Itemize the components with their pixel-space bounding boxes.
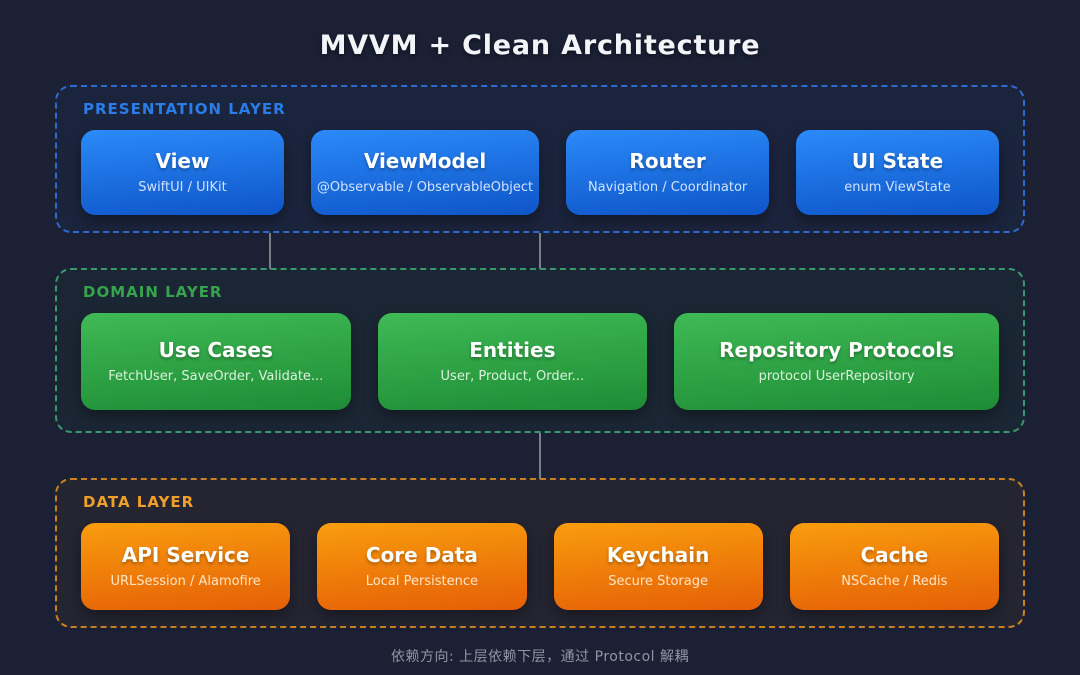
box-repository-protocols-subtitle: protocol UserRepository: [758, 368, 915, 384]
box-core-data-title: Core Data: [365, 542, 478, 567]
box-api-service-title: API Service: [121, 542, 250, 567]
connector-presentation-domain-center: [539, 233, 541, 269]
box-ui-state-title: UI State: [851, 148, 944, 173]
data-layer-label: DATA LAYER: [83, 493, 195, 511]
box-repository-protocols: Repository Protocols protocol UserReposi…: [674, 313, 999, 410]
dependency-direction-note: 依赖方向: 上层依赖下层，通过 Protocol 解耦: [391, 649, 689, 665]
box-use-cases-title: Use Cases: [158, 337, 273, 362]
box-keychain: Keychain Secure Storage: [553, 523, 763, 610]
diagram-title: MVVM + Clean Architecture: [319, 30, 761, 61]
presentation-layer-label: PRESENTATION LAYER: [83, 100, 286, 118]
box-view: View SwiftUI / UIKit: [81, 130, 284, 215]
box-entities: Entities User, Product, Order...: [377, 313, 648, 410]
domain-layer-boxes: Use Cases FetchUser, SaveOrder, Validate…: [81, 313, 999, 410]
box-use-cases-subtitle: FetchUser, SaveOrder, Validate...: [108, 368, 324, 384]
domain-layer-label: DOMAIN LAYER: [83, 283, 223, 301]
domain-layer: DOMAIN LAYER Use Cases FetchUser, SaveOr…: [55, 268, 1025, 433]
box-use-cases: Use Cases FetchUser, SaveOrder, Validate…: [81, 313, 351, 410]
box-cache-title: Cache: [860, 542, 929, 567]
box-cache: Cache NSCache / Redis: [789, 523, 999, 610]
box-viewmodel-subtitle: @Observable / ObservableObject: [316, 179, 534, 195]
connector-domain-data-center: [539, 433, 541, 479]
data-layer-boxes: API Service URLSession / Alamofire Core …: [81, 523, 999, 610]
box-keychain-subtitle: Secure Storage: [608, 573, 708, 589]
box-api-service: API Service URLSession / Alamofire: [81, 523, 291, 610]
box-router-title: Router: [629, 148, 706, 173]
box-viewmodel: ViewModel @Observable / ObservableObject: [310, 130, 540, 215]
box-router: Router Navigation / Coordinator: [566, 130, 770, 215]
connector-presentation-domain-left: [269, 233, 271, 269]
box-ui-state: UI State enum ViewState: [796, 130, 999, 215]
box-api-service-subtitle: URLSession / Alamofire: [110, 573, 261, 589]
box-core-data: Core Data Local Persistence: [317, 523, 527, 610]
box-ui-state-subtitle: enum ViewState: [844, 179, 951, 195]
box-view-title: View: [155, 148, 210, 173]
box-entities-title: Entities: [469, 337, 556, 362]
box-cache-subtitle: NSCache / Redis: [841, 573, 948, 589]
box-router-subtitle: Navigation / Coordinator: [587, 179, 748, 195]
presentation-layer: PRESENTATION LAYER View SwiftUI / UIKit …: [55, 85, 1025, 233]
presentation-layer-boxes: View SwiftUI / UIKit ViewModel @Observab…: [81, 130, 999, 215]
box-core-data-subtitle: Local Persistence: [365, 573, 478, 589]
box-view-subtitle: SwiftUI / UIKit: [138, 179, 227, 195]
box-entities-subtitle: User, Product, Order...: [440, 368, 585, 384]
data-layer: DATA LAYER API Service URLSession / Alam…: [55, 478, 1025, 628]
box-repository-protocols-title: Repository Protocols: [719, 337, 955, 362]
box-viewmodel-title: ViewModel: [363, 148, 487, 173]
box-keychain-title: Keychain: [606, 542, 710, 567]
